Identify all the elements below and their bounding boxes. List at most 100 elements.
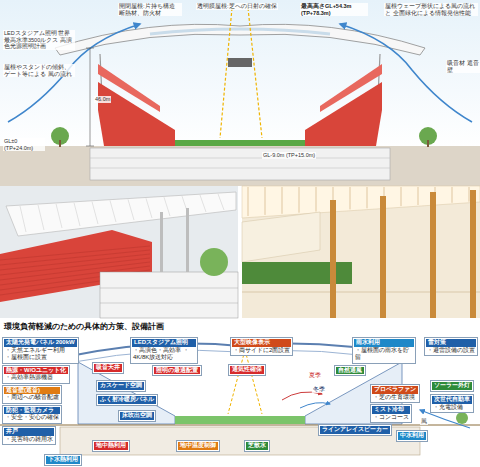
top-section-part [427, 140, 429, 147]
render-left-part-part [164, 197, 170, 216]
callout-body: ・安全・安心の確保 [4, 414, 60, 422]
callout-body: ・芝の生育環境 [372, 394, 418, 402]
top-section-part [228, 58, 252, 67]
render-right-part-part [282, 187, 283, 214]
render-left-part-part [146, 198, 152, 218]
render-left-part-part [20, 206, 26, 232]
top-section-part [90, 48, 91, 146]
callout-box: 地中温度制御 [176, 440, 220, 452]
callout-box: 雨水利用・屋根面の雨水を貯留 [352, 337, 416, 364]
callout-box: 芝散水 [244, 440, 270, 452]
callout-box: 吸音天井 [92, 362, 124, 374]
bottom-section-part [456, 412, 468, 424]
top-section-part [90, 158, 390, 159]
render-left-part [0, 186, 238, 318]
callout-body: ・高効率熱源機器 [4, 374, 68, 382]
top-section-part [220, 8, 232, 138]
bottom-section-part [175, 416, 305, 424]
callout-box: プロペラファン・芝の生育環境 [370, 384, 420, 403]
callout-body: ・災害時の雑用水 [4, 436, 54, 444]
render-left-part [160, 212, 163, 272]
render-right-part [330, 200, 336, 318]
bottom-section-part [245, 350, 262, 414]
render-left-part [100, 272, 238, 318]
top-section-part [150, 29, 330, 34]
callout-heading: 吸音天井 [94, 364, 122, 372]
callout-body: ・周辺への騒音配慮 [4, 394, 60, 402]
annotation-label: 46.0m [94, 96, 111, 103]
render-right-part [242, 186, 480, 218]
callout-heading: 遮音壁(遮音) [4, 387, 60, 395]
callout-box: 中水利用 [396, 430, 428, 442]
top-section-part [305, 82, 382, 146]
section-title: 環境負荷軽減のための具体的方策、設備計画 [3, 321, 165, 332]
callout-box: 大型映像表示・両サイドに2面設置 [230, 337, 293, 356]
render-right-part-part [469, 187, 470, 202]
callout-heading: 大型映像表示 [232, 339, 291, 347]
render-right-part-part [452, 187, 453, 203]
callout-heading: 太陽光発電パネル 200kW [4, 339, 77, 347]
render-left-part-part [56, 204, 62, 228]
render-left-part [100, 303, 238, 304]
callout-heading: カスケード空調 [98, 382, 144, 390]
callout-heading: 通気性確保 [230, 366, 264, 374]
callout-body: ・避雷設備の設置 [426, 347, 476, 355]
annotation-label: 屋根ウェーブ形状による風の流れと 全面緑化による情報発信性能 [384, 3, 478, 16]
callout-heading: 下水熱利用 [46, 456, 80, 464]
callout-heading: 雷対策 [426, 339, 476, 347]
annotation-label: GL±0 (TP+24.0m) [3, 138, 45, 151]
render-right-part-part [350, 187, 351, 209]
top-section-part [86, 48, 94, 49]
render-right-part-part [265, 187, 266, 215]
render-right-part-part [299, 187, 300, 213]
render-right-part-part [367, 187, 368, 208]
render-right-part-part [418, 187, 419, 205]
top-section-part [98, 82, 175, 146]
callout-box: 地中熱利用 [92, 440, 130, 452]
annotation-label: 最高高さGL+54.3m (TP+78.3m) [300, 3, 368, 16]
callout-heading: ふく射冷暖房パネル [98, 396, 156, 404]
callout-box: 床吹出空調 [118, 410, 156, 422]
annotation-label: 夏季 [308, 372, 322, 379]
render-left-part-part [0, 250, 150, 265]
render-left-part [200, 248, 228, 276]
render-left-part-part [128, 199, 134, 220]
annotation-label: 屋根やスタンドの傾斜、ゲート等による 風の流れ [3, 64, 75, 77]
annotation-label: GL-9.0m (TP+15.0m) [262, 152, 316, 159]
top-section-part [248, 8, 262, 138]
render-left-part-part [218, 194, 224, 210]
callout-body: ・高演色・高効率 ・4K/8K放送対応 [132, 347, 196, 362]
top-section-part [90, 168, 390, 169]
callout-body: ・コンコース [372, 414, 410, 422]
callout-box: 次世代自動車・充電設備 [430, 394, 474, 413]
callout-heading: 雨水利用 [354, 339, 414, 347]
callout-box: 防犯・監視カメラ・安全・安心の確保 [2, 405, 62, 424]
top-section-part [86, 146, 94, 147]
render-right-part-part [316, 187, 317, 212]
render-left-part-part [110, 201, 116, 223]
render-left-part [186, 208, 189, 272]
top-section-part [0, 146, 480, 186]
callout-heading: ミスト冷却 [372, 406, 410, 414]
render-left-part [20, 194, 224, 232]
render-left-part-part [38, 205, 44, 230]
callout-box: 雷対策・避雷設備の設置 [424, 337, 478, 356]
callout-heading: 次世代自動車 [432, 396, 472, 404]
callout-body: ・天然エネルギー利用 ・屋根面に設置 [4, 347, 70, 362]
bottom-section-part [300, 403, 330, 408]
callout-heading: 地中温度制御 [178, 442, 218, 450]
render-right-part [430, 192, 436, 318]
callout-body: ・屋根面の雨水を貯留 [354, 347, 414, 362]
callout-heading: 地中熱利用 [94, 442, 128, 450]
render-right-part [242, 186, 480, 318]
callout-heading: LEDスタジアム照明 [132, 339, 196, 347]
bottom-section-part [0, 425, 480, 426]
callout-heading: 照明の最適配置 [154, 367, 200, 375]
callout-heading: プロペラファン [372, 386, 418, 394]
callout-body: ・両サイドに2面設置 [232, 347, 291, 355]
bottom-section-part [282, 392, 322, 400]
callout-box: LEDスタジアム照明・高演色・高効率 ・4K/8K放送対応 [130, 337, 198, 364]
callout-heading: 井戸 [4, 428, 54, 436]
callout-box: カスケード空調 [96, 380, 146, 392]
